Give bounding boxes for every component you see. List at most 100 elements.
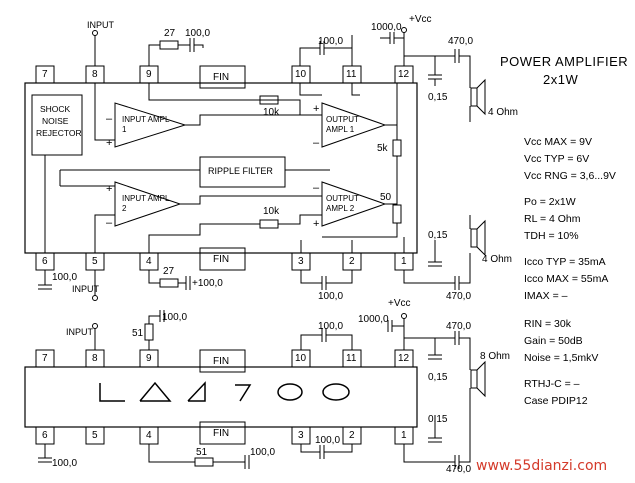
ic-body-upper <box>24 82 418 254</box>
svg-text:–: – <box>313 182 320 194</box>
shock-noise-rejector-box <box>31 94 83 156</box>
c470-label-2: 470,0 <box>446 291 472 302</box>
input-ampl-1-symbol <box>114 102 187 148</box>
r50-label: 50 <box>380 192 392 203</box>
pin-6-lower: 6 <box>42 430 48 441</box>
resistor-27-lower <box>159 278 179 288</box>
pin-6-upper: 6 <box>42 256 48 267</box>
noise-label: NOISE <box>42 116 69 126</box>
speaker-2 <box>470 228 478 248</box>
pin-8-lower: 8 <box>92 353 98 364</box>
spec-po: Po = 2x1W <box>524 196 576 208</box>
output-ampl-2-symbol <box>321 181 387 227</box>
spec-rthj: RTHJ-C = – <box>524 378 580 390</box>
shock-label: SHOCK <box>40 104 71 114</box>
pin-11-lower: 11 <box>346 353 357 364</box>
c100-label-8: 100,0 <box>250 447 276 458</box>
c470-label-3: 470,0 <box>446 321 472 332</box>
output-ampl-1-symbol <box>321 102 387 148</box>
speaker-1 <box>470 87 478 107</box>
input-ampl-1-label: INPUT AMPL 1 <box>122 115 170 134</box>
input-label-3: INPUT <box>66 327 93 337</box>
r10k-label-1: 10k <box>263 107 280 118</box>
c1000-label-2: 1000,0 <box>358 314 389 325</box>
pin-4-lower: 4 <box>146 430 152 441</box>
pin-5-upper: 5 <box>92 256 98 267</box>
r27-label-1: 27 <box>164 28 176 39</box>
r5k-label: 5k <box>377 143 388 154</box>
c470-label-1: 470,0 <box>448 36 474 47</box>
output-ampl-2-label: OUTPUT AMPL 2 <box>326 194 359 213</box>
pin-5-lower: 5 <box>92 430 98 441</box>
spec-case: Case PDIP12 <box>524 395 588 407</box>
fin-bottom-upper <box>199 247 246 271</box>
fin-top-lower <box>199 349 246 373</box>
fin-top-upper <box>199 65 246 89</box>
c100-label-5: 100,0 <box>162 312 188 323</box>
c100-label-6: 100,0 <box>318 321 344 332</box>
svg-text:–: – <box>106 113 113 125</box>
c015-label-1: 0,15 <box>428 92 448 103</box>
internal-wiring-upper <box>59 83 405 253</box>
fin-label-4: FIN <box>213 428 230 439</box>
ripple-filter-label: RIPPLE FILTER <box>208 166 273 176</box>
c100-label-1: 100,0 <box>185 28 211 39</box>
pin-4-upper: 4 <box>146 256 152 267</box>
input-label-2: INPUT <box>72 284 99 294</box>
ohm8-label: 8 Ohm <box>480 351 511 362</box>
c1000-label-1: 1000,0 <box>371 22 402 33</box>
c100-label-7: 100,0 <box>52 458 78 469</box>
r10k-label-2: 10k <box>263 206 280 217</box>
pin-8-upper: 8 <box>92 69 98 80</box>
pin-7-lower: 7 <box>42 353 48 364</box>
c015-label-3: 0,15 <box>428 372 448 383</box>
pin-11-upper: 11 <box>346 69 357 80</box>
spec-vcc-typ: Vcc TYP = 6V <box>524 153 590 165</box>
fin-label-2: FIN <box>213 254 230 265</box>
svg-text:+: + <box>106 137 112 149</box>
speaker-3 <box>470 369 478 389</box>
svg-text:+: + <box>313 103 319 115</box>
c100-label-9: 100,0 <box>315 435 341 446</box>
input-label-1: INPUT <box>87 20 114 30</box>
ic-body-lower <box>24 366 418 428</box>
r51-label-1: 51 <box>132 328 144 339</box>
rejector-label: REJECTOR <box>36 128 82 138</box>
pin-9-lower: 9 <box>146 353 152 364</box>
ripple-filter-box <box>199 156 286 188</box>
spec-rin: RIN = 30k <box>524 318 571 330</box>
pin-2-lower: 2 <box>349 430 355 441</box>
r27-label-2: 27 <box>163 266 175 277</box>
pin-2-upper: 2 <box>349 256 355 267</box>
svg-text:–: – <box>313 137 320 149</box>
r51-label-2: 51 <box>196 447 208 458</box>
ohm4-label-1: 4 Ohm <box>488 107 519 118</box>
pin-3-upper: 3 <box>298 256 304 267</box>
fin-bottom-lower <box>199 421 246 445</box>
input-ampl-2-symbol <box>114 181 182 227</box>
pin-9-upper: 9 <box>146 69 152 80</box>
pin-12-upper: 12 <box>398 69 410 80</box>
spec-vcc-max: Vcc MAX = 9V <box>524 136 592 148</box>
c100-label-3: 100,0 <box>52 272 78 283</box>
plus100-label: +100,0 <box>192 278 223 289</box>
watermark-text: www.55dianzi.com <box>476 458 608 474</box>
pin-1-lower: 1 <box>401 430 407 441</box>
chip-marking-la4190 <box>99 381 350 402</box>
c100-label-4: 100,0 <box>318 291 344 302</box>
spec-icco-max: Icco MAX = 55mA <box>524 273 609 285</box>
fin-label-3: FIN <box>213 356 230 367</box>
c100-label-2: 100,0 <box>318 36 344 47</box>
c015-label-4: 0,15 <box>428 414 448 425</box>
pin-12-lower: 12 <box>398 353 410 364</box>
spec-vcc-rng: Vcc RNG = 3,6...9V <box>524 170 616 182</box>
input-ampl-2-label: INPUT AMPL 2 <box>122 194 170 213</box>
resistor-5k <box>392 139 402 157</box>
pin-7-upper: 7 <box>42 69 48 80</box>
svg-text:–: – <box>106 217 113 229</box>
pin-1-upper: 1 <box>401 256 407 267</box>
spec-noise: Noise = 1,5mkV <box>524 352 599 364</box>
resistor-50 <box>392 204 402 224</box>
svg-text:+: + <box>313 218 319 230</box>
